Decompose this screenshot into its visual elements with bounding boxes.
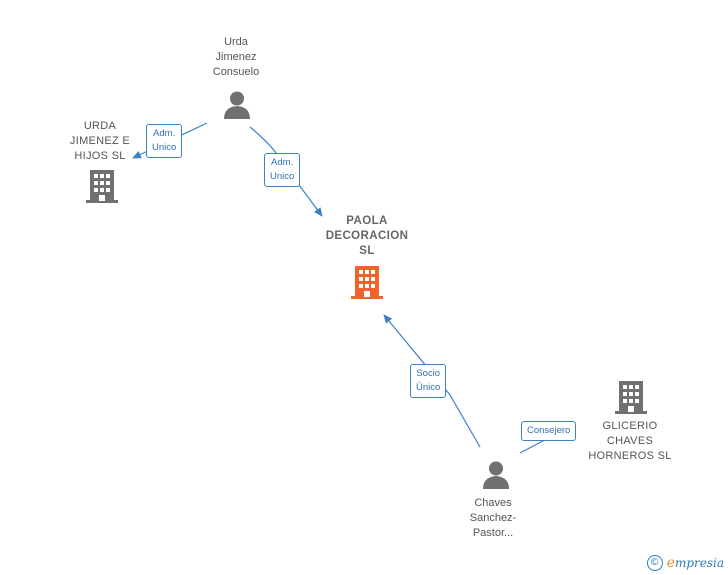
copyright-icon: © — [646, 555, 663, 571]
building-icon[interactable] — [615, 381, 647, 414]
node-label-urda-consuelo[interactable]: Urda Jimenez Consuelo — [212, 36, 260, 78]
brand-logo-letter: e — [666, 555, 675, 571]
person-icon[interactable] — [483, 461, 509, 490]
node-label-chaves-sanchez[interactable]: Chaves Sanchez- Pastor... — [469, 497, 517, 539]
person-icon[interactable] — [224, 91, 250, 120]
edge-label-adm-unico[interactable]: Adm. Unico — [146, 124, 183, 158]
node-label-paola-decoracion[interactable]: PAOLA DECORACION SL — [325, 215, 409, 257]
brand-logo-text: mpresia — [674, 556, 724, 570]
footer-brand: © e mpresia — [646, 555, 724, 571]
building-icon[interactable] — [86, 170, 118, 203]
node-label-glicerio-chaves[interactable]: GLICERIO CHAVES HORNEROS SL — [588, 420, 672, 462]
node-label-urda-jimenez-hijos[interactable]: URDA JIMENEZ E HIJOS SL — [69, 120, 131, 162]
edge-label-consejero[interactable]: Consejero — [521, 421, 577, 441]
edge-line-socio-unico — [383, 314, 481, 448]
edge-label-adm-unico[interactable]: Adm. Unico — [264, 153, 301, 187]
edge-label-socio-unico[interactable]: Socio Único — [410, 364, 447, 398]
building-icon[interactable] — [351, 266, 383, 299]
